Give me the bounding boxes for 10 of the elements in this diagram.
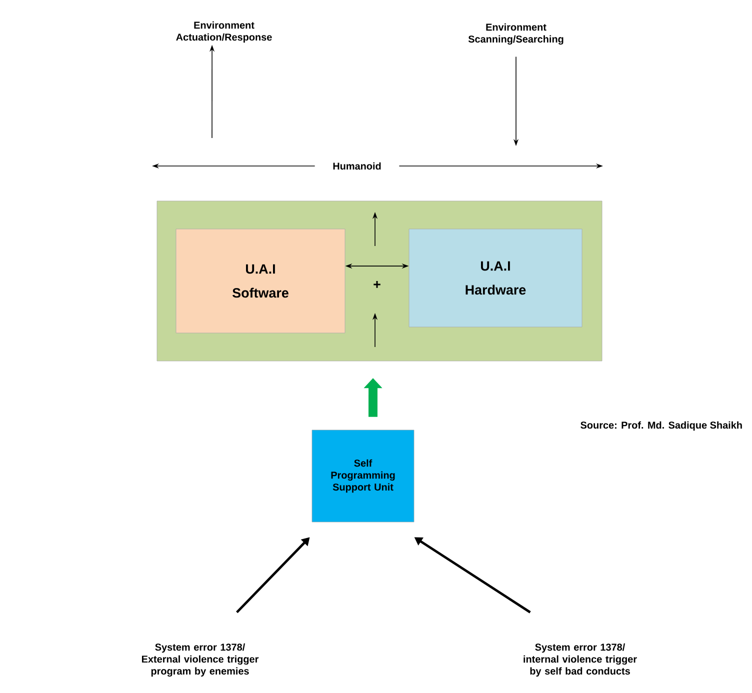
caption-text: System error 1378/ internal violence trigger by self bad conducts bbox=[524, 643, 637, 677]
process-box: Self Programming Support Unit bbox=[312, 430, 414, 522]
caption-text: Humanoid bbox=[333, 162, 381, 170]
plus-sign: + bbox=[374, 281, 380, 288]
caption-text: System error 1378/ External violence trigger program by enemies bbox=[142, 643, 259, 677]
caption-text: Environment Actuation/Response bbox=[176, 21, 272, 43]
process-box: U.A.I Hardware bbox=[408, 228, 582, 328]
process-box: U.A.I Software bbox=[176, 228, 346, 334]
source-note: Source: Prof. Md. Sadique Shaikh bbox=[580, 421, 742, 431]
caption-text: Environment Scanning/Searching bbox=[468, 23, 564, 45]
